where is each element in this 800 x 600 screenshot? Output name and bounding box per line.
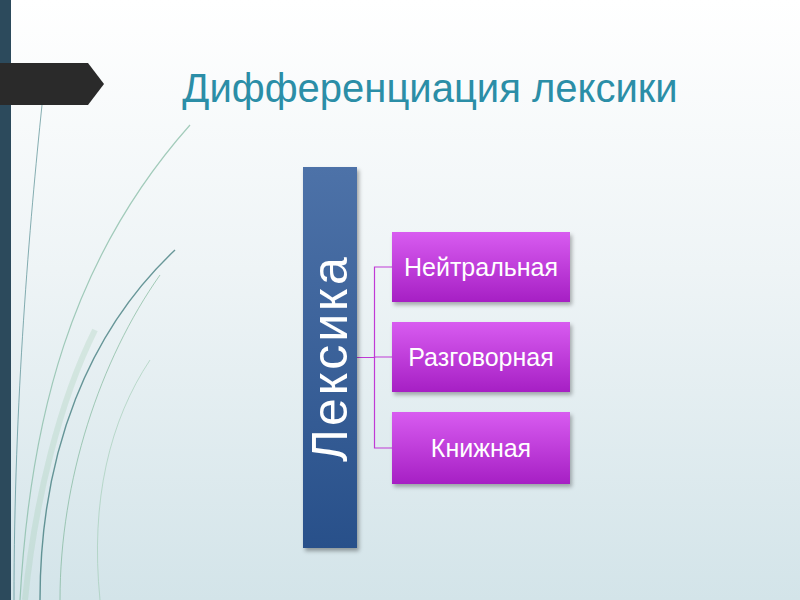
deco-curve [97,360,150,600]
title-arrow [0,63,104,105]
deco-curve [20,125,190,600]
node-label: Лексика [301,254,359,462]
category-box: Книжная [392,412,570,484]
connector [357,267,392,358]
deco-curve [60,275,160,600]
deco-curve [25,330,95,600]
node-label: Книжная [431,434,531,463]
root-box: Лексика [303,167,357,548]
connector [357,358,392,449]
slide-title: Дифференциация лексики [100,66,760,111]
category-box: Нейтральная [392,232,570,302]
node-label: Разговорная [408,343,553,372]
node-label: Нейтральная [404,253,558,282]
category-box: Разговорная [392,322,570,392]
